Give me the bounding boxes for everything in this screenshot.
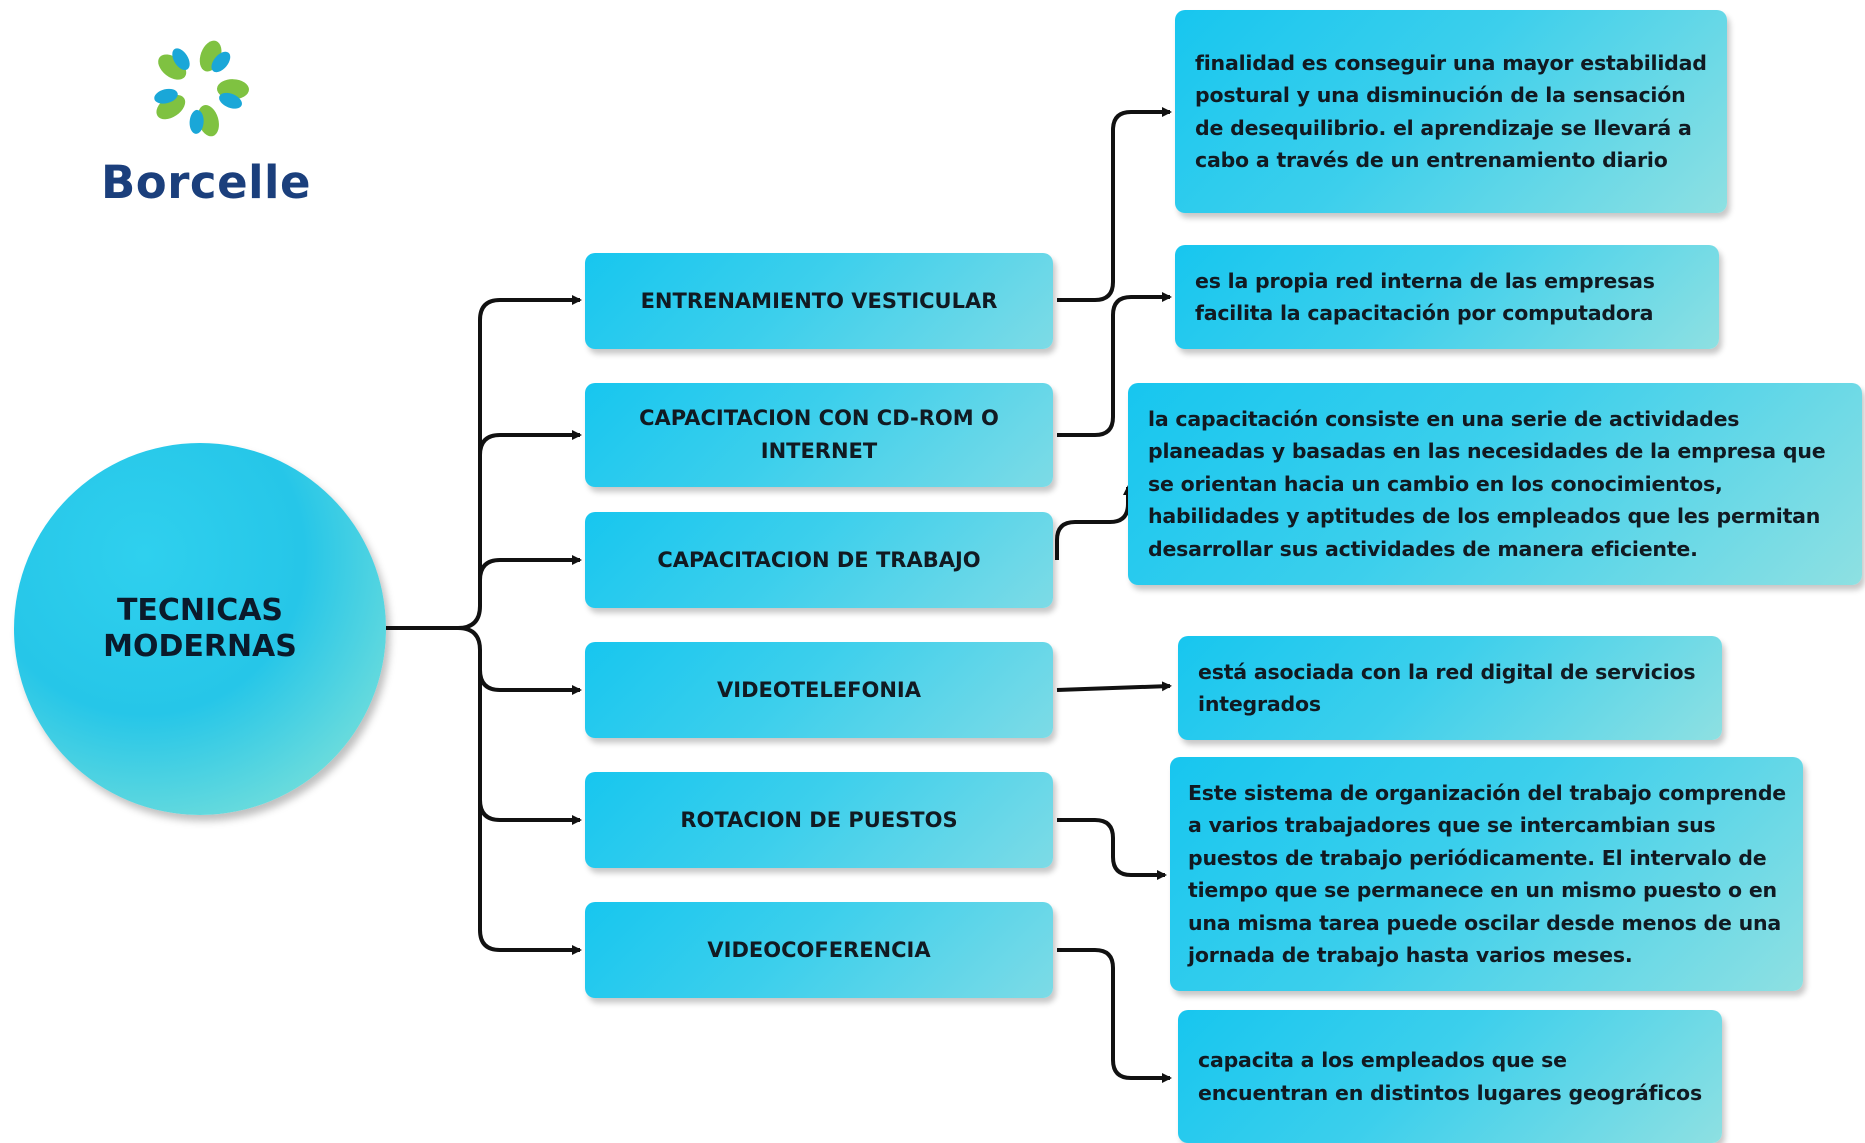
connector-root-to-branch-5 [478,799,582,825]
branch-label: VIDEOTELEFONIA [717,677,921,702]
connector-branch-5-to-desc-5 [1057,818,1167,880]
connector-branch-4-to-desc-4 [1056,681,1172,692]
branch-label: VIDEOCOFERENCIA [707,937,931,962]
branch-node-capacitacion-cd-rom: CAPACITACION CON CD-ROM O INTERNET [585,383,1053,487]
branch-node-videotelefonia: VIDEOTELEFONIA [585,642,1053,738]
description-text: Este sistema de organización del trabajo… [1188,780,1787,968]
connector-branch-6-to-desc-6 [1057,948,1172,1083]
description-text: está asociada con la red digital de serv… [1198,659,1696,717]
description-node-2: es la propia red interna de las empresas… [1175,245,1719,349]
description-node-6: capacita a los empleados que se encuentr… [1178,1010,1722,1143]
circular-petal-logo-icon [147,36,251,140]
description-text: capacita a los empleados que se encuentr… [1198,1048,1702,1105]
connector-root-to-branch-2 [478,430,582,456]
root-label: TECNICAS MODERNAS [103,593,297,664]
branch-label: ROTACION DE PUESTOS [680,807,958,832]
connector-branch-3-to-desc-3 [1055,485,1133,560]
description-node-3: la capacitación consiste en una serie de… [1128,383,1862,585]
branch-label: ENTRENAMIENTO VESTICULAR [640,288,998,313]
description-node-5: Este sistema de organización del trabajo… [1170,757,1803,991]
description-text: finalidad es conseguir una mayor estabil… [1195,50,1707,173]
connector-branch-1-to-desc-1 [1057,107,1172,302]
branch-node-rotacion-de-puestos: ROTACION DE PUESTOS [585,772,1053,868]
connector-root-to-branch-4 [478,669,582,695]
description-node-4: está asociada con la red digital de serv… [1178,636,1722,740]
brand-name: Borcelle [101,156,311,209]
connector-branch-2-to-desc-2 [1057,292,1172,437]
connector-root-lower [457,626,501,952]
description-text: es la propia red interna de las empresas… [1195,268,1655,326]
description-node-1: finalidad es conseguir una mayor estabil… [1175,10,1727,213]
branch-node-entrenamiento-vesticular: ENTRENAMIENTO VESTICULAR [585,253,1053,349]
branch-node-capacitacion-de-trabajo: CAPACITACION DE TRABAJO [585,512,1053,608]
connector-root-to-branch-3 [478,555,582,581]
branch-node-videocoferencia: VIDEOCOFERENCIA [585,902,1053,998]
branch-label: CAPACITACION CON CD-ROM O INTERNET [639,406,999,463]
branch-label: CAPACITACION DE TRABAJO [657,547,981,572]
root-node: TECNICAS MODERNAS [14,443,386,815]
description-text: la capacitación consiste en una serie de… [1148,406,1826,561]
connector-root-trunk [386,298,501,630]
